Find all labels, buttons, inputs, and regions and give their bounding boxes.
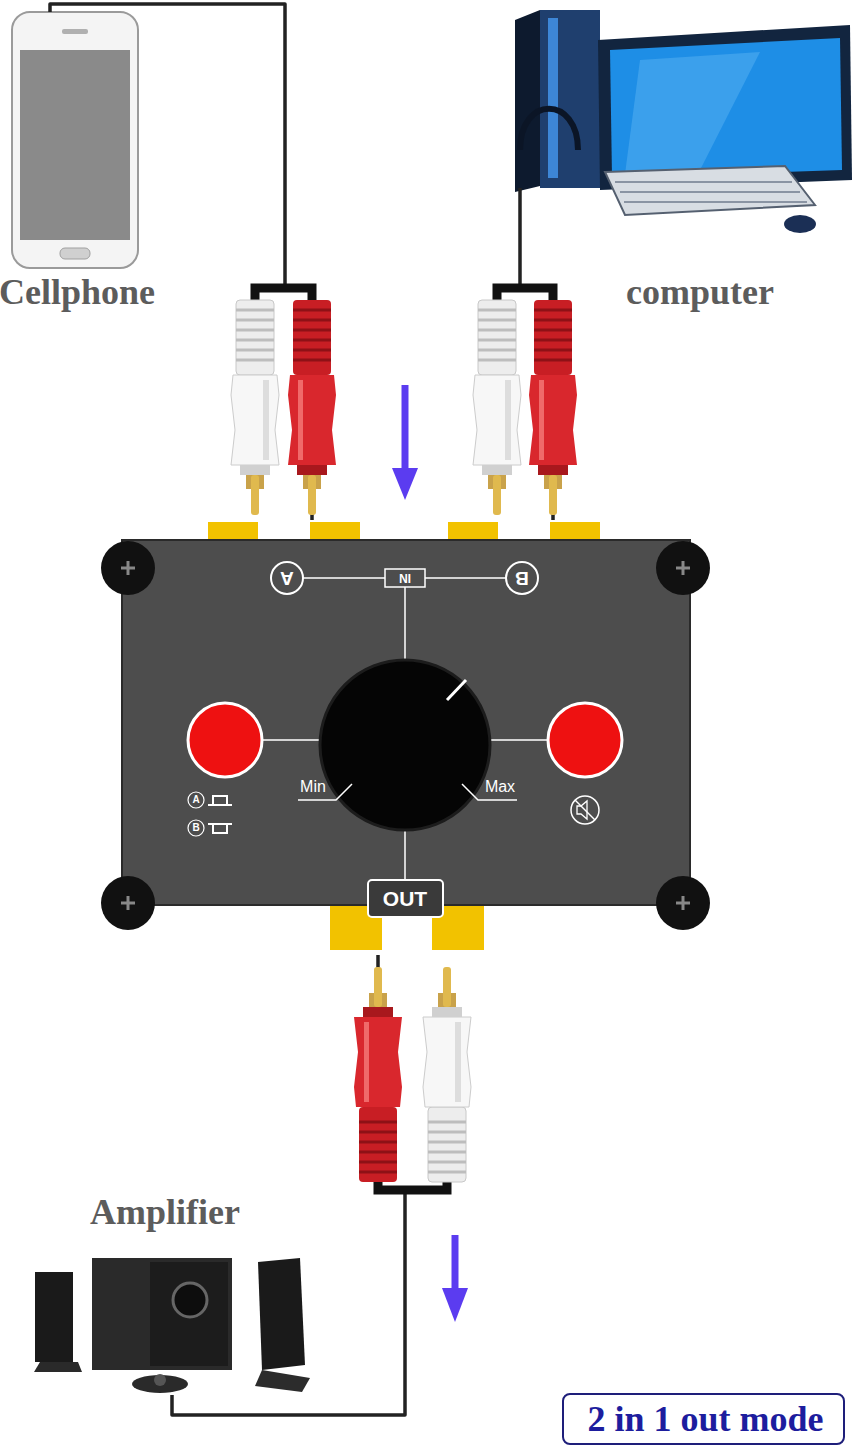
rca-plug-white bbox=[423, 967, 471, 1182]
rca-plug-red bbox=[354, 967, 402, 1182]
scale-label: Min bbox=[300, 779, 326, 795]
speaker-stand bbox=[255, 1370, 310, 1392]
computer-illustration bbox=[515, 10, 852, 233]
device-label: computer bbox=[626, 274, 774, 310]
input-b-circle bbox=[506, 562, 538, 594]
mouse bbox=[784, 215, 816, 233]
monitor-bezel bbox=[598, 25, 852, 190]
phone-body bbox=[12, 12, 138, 268]
legend-letter: A bbox=[192, 795, 199, 805]
legend-letter: B bbox=[192, 823, 199, 833]
input-label: B bbox=[515, 569, 529, 588]
audio-cable bbox=[520, 188, 553, 520]
button-up-symbol bbox=[208, 796, 232, 805]
volume-knob bbox=[320, 660, 490, 830]
computer-node: computer bbox=[510, 0, 858, 188]
switch-box-illustration bbox=[101, 522, 710, 950]
screen-glare bbox=[625, 52, 760, 174]
mute-slash bbox=[575, 800, 595, 820]
subwoofer bbox=[92, 1258, 232, 1370]
flow-arrow-head bbox=[392, 468, 418, 500]
tower-highlight bbox=[548, 18, 558, 178]
switch-body bbox=[122, 540, 690, 905]
cellphone-illustration bbox=[12, 12, 138, 268]
input-a-circle bbox=[271, 562, 303, 594]
bass-port bbox=[173, 1283, 207, 1317]
in-frame bbox=[385, 569, 425, 587]
rca-plug-white bbox=[231, 300, 279, 515]
panel-label: OUT bbox=[383, 888, 427, 909]
cable-splitter bbox=[255, 288, 312, 302]
phone-earpiece bbox=[62, 29, 88, 34]
flow-arrow bbox=[402, 385, 409, 472]
headphones bbox=[520, 109, 578, 150]
mute-symbol bbox=[571, 796, 599, 824]
legend-circle bbox=[188, 820, 204, 836]
rca-plug-red bbox=[529, 300, 577, 515]
tower-front bbox=[540, 10, 600, 188]
audio-cable bbox=[172, 955, 405, 1415]
button-down-symbol bbox=[208, 824, 232, 833]
cable-splitter bbox=[497, 288, 553, 302]
device-label: Cellphone bbox=[0, 274, 155, 310]
rca-plug-white bbox=[473, 300, 521, 515]
monitor-screen bbox=[610, 38, 842, 178]
switch-box: AINBMinMaxABOUT bbox=[100, 520, 712, 955]
panel-label: IN bbox=[399, 572, 411, 584]
keyboard bbox=[605, 166, 815, 215]
cable-splitter bbox=[378, 1178, 447, 1190]
knob-indicator bbox=[447, 680, 466, 700]
select-button bbox=[188, 703, 262, 777]
remote-puck bbox=[132, 1375, 188, 1393]
scale-label: Max bbox=[485, 779, 515, 795]
screw-cross bbox=[121, 561, 690, 910]
flow-arrow bbox=[452, 1235, 459, 1292]
legend-circle bbox=[188, 792, 204, 808]
amplifier-illustration bbox=[34, 1258, 310, 1393]
phone-screen bbox=[20, 50, 130, 240]
amplifier-node: Amplifier bbox=[15, 1245, 330, 1395]
phone-home-button bbox=[60, 248, 90, 259]
keyboard-rows bbox=[615, 182, 807, 202]
mode-label: 2 in 1 out mode bbox=[587, 1401, 823, 1437]
mode-box: 2 in 1 out mode bbox=[562, 1393, 845, 1445]
out-frame bbox=[368, 880, 443, 917]
device-label: Amplifier bbox=[90, 1194, 240, 1230]
cellphone-node: Cellphone bbox=[12, 12, 138, 268]
subwoofer-front bbox=[150, 1262, 228, 1366]
rca-plug-red bbox=[288, 300, 336, 515]
left-speaker bbox=[35, 1272, 73, 1362]
tower-side bbox=[515, 10, 540, 192]
speaker-stand bbox=[34, 1362, 82, 1372]
right-speaker bbox=[258, 1258, 305, 1370]
audio-cable bbox=[50, 4, 312, 520]
remote-knob bbox=[154, 1374, 166, 1386]
input-label: A bbox=[280, 569, 294, 588]
flow-arrow-head bbox=[442, 1288, 468, 1322]
mute-button bbox=[548, 703, 622, 777]
